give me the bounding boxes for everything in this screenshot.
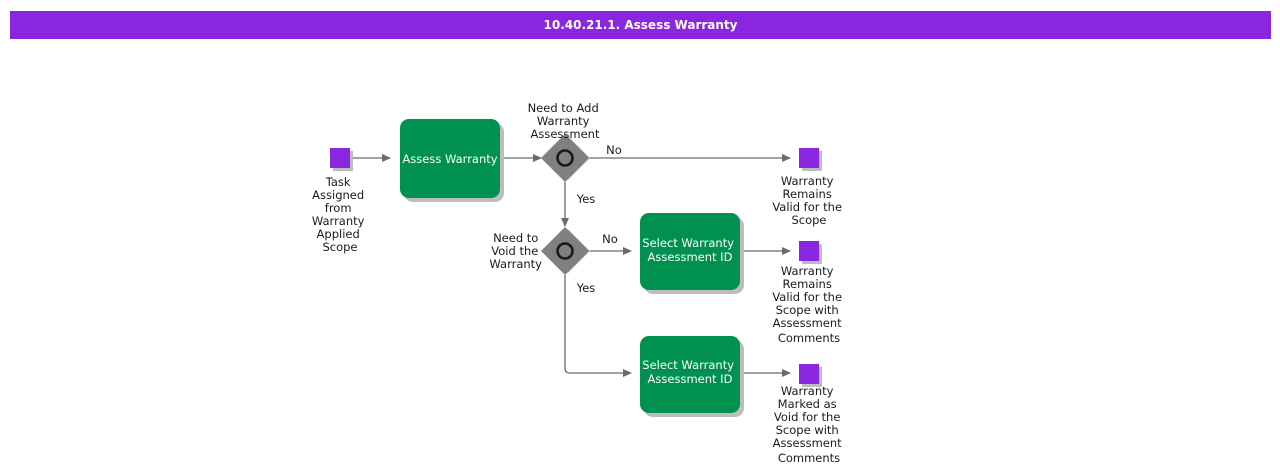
gateway2-label: Need to Void the Warranty [489, 231, 542, 271]
gateway1-diamond[interactable] [541, 134, 589, 182]
task-select-warranty-assessment-id-1[interactable]: Select Warranty Assessment ID [640, 213, 744, 294]
end-event-3-label: Warranty Marked as Void for the Scope wi… [773, 384, 846, 465]
end-event-1-label: Warranty Remains Valid for the Scope [772, 174, 845, 227]
gateway1-label: Need to Add Warranty Assessment [528, 101, 603, 141]
edge-label-gateway1-no: No [606, 143, 622, 157]
end-event-1-square[interactable] [799, 148, 819, 168]
task-select-2-label: Select Warranty Assessment ID [642, 358, 737, 386]
start-event-task-assigned[interactable]: Task Assigned from Warranty Applied Scop… [312, 148, 368, 254]
gateway2-inclusive-circle [556, 242, 574, 260]
task-select-warranty-assessment-id-2[interactable]: Select Warranty Assessment ID [640, 336, 744, 417]
edge-label-gateway2-no: No [602, 232, 618, 246]
end-event-2-label: Warranty Remains Valid for the Scope wit… [772, 264, 845, 345]
task-select-1-box[interactable] [640, 213, 740, 290]
start-event-label: Task Assigned from Warranty Applied Scop… [312, 175, 368, 254]
task-assess-warranty-label: Assess Warranty [402, 152, 497, 166]
task-assess-warranty[interactable]: Assess Warranty [400, 119, 504, 202]
gateway-need-to-void-the-warranty[interactable]: Need to Void the Warranty [489, 227, 590, 275]
end-event-3-square[interactable] [799, 364, 819, 384]
gateway1-inclusive-circle [556, 149, 574, 167]
start-event-square[interactable] [330, 148, 350, 168]
edge-label-gateway1-yes: Yes [576, 192, 596, 206]
page-title-bar: 10.40.21.1. Assess Warranty [10, 11, 1271, 39]
edge-gateway2-yes-to-task3 [564, 275, 632, 377]
connectors [350, 154, 791, 377]
end-event-2-square[interactable] [799, 241, 819, 261]
gateway-need-to-add-warranty-assessment[interactable]: Need to Add Warranty Assessment [528, 101, 603, 182]
edge-label-gateway2-yes: Yes [576, 281, 596, 295]
gateway2-diamond[interactable] [541, 227, 589, 275]
end-event-warranty-marked-void-with-comments[interactable]: Warranty Marked as Void for the Scope wi… [773, 364, 846, 465]
task-select-2-box[interactable] [640, 336, 740, 413]
end-event-warranty-remains-valid[interactable]: Warranty Remains Valid for the Scope [772, 148, 845, 227]
end-event-warranty-remains-valid-with-comments[interactable]: Warranty Remains Valid for the Scope wit… [772, 241, 845, 345]
page-title: 10.40.21.1. Assess Warranty [543, 18, 738, 32]
task-select-1-label: Select Warranty Assessment ID [642, 236, 737, 264]
task-assess-warranty-box[interactable] [400, 119, 500, 198]
